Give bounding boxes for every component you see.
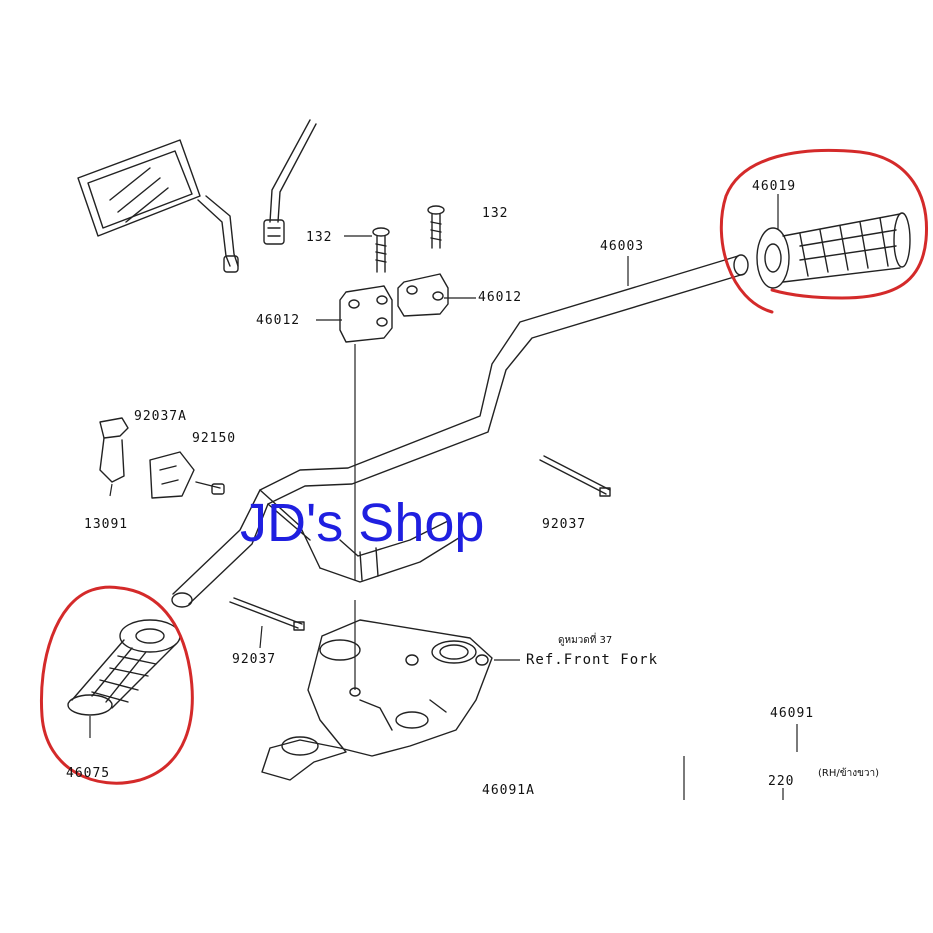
leader-lines xyxy=(89,194,798,800)
label-46075: 46075 xyxy=(66,766,110,781)
label-46019: 46019 xyxy=(752,179,796,194)
label-92037A: 92037A xyxy=(134,409,187,424)
label-13091: 13091 xyxy=(84,517,128,532)
label-132-right: 132 xyxy=(482,206,508,221)
bolt-132-right xyxy=(427,205,445,249)
label-92037-right: 92037 xyxy=(542,517,586,532)
cable-tie-right xyxy=(539,455,611,497)
shop-watermark: JD's Shop xyxy=(240,493,484,553)
label-46091A: 46091A xyxy=(482,783,535,798)
left-grip-46075 xyxy=(67,619,181,716)
label-46012-right: 46012 xyxy=(478,290,522,305)
label-ref-note: ดูหมวดที่ 37 xyxy=(558,632,612,646)
bolt-132-left xyxy=(372,227,390,273)
label-46091: 46091 xyxy=(770,706,814,721)
label-rh-note: (RH/ข้างขวา) xyxy=(818,767,879,779)
label-46003: 46003 xyxy=(600,239,644,254)
label-92037-left: 92037 xyxy=(232,652,276,667)
cable-tie-left xyxy=(229,597,305,631)
mirror-stem xyxy=(263,119,317,245)
label-46012-left: 46012 xyxy=(256,313,300,328)
holder-46012-left xyxy=(339,285,393,343)
label-ref-front-fork: Ref.Front Fork xyxy=(526,652,658,668)
highlight-circle-right xyxy=(719,148,928,314)
highlight-circle-left xyxy=(39,585,194,785)
mirror xyxy=(77,139,239,273)
holder-46012-right xyxy=(397,273,449,317)
throttle-grip-46019 xyxy=(756,212,911,289)
switch-clamp xyxy=(99,417,225,499)
triple-clamp-46091A xyxy=(261,619,493,781)
label-220: 220 xyxy=(768,774,794,789)
label-132-left: 132 xyxy=(306,230,332,245)
handlebar-46003 xyxy=(171,254,749,608)
label-92150: 92150 xyxy=(192,431,236,446)
